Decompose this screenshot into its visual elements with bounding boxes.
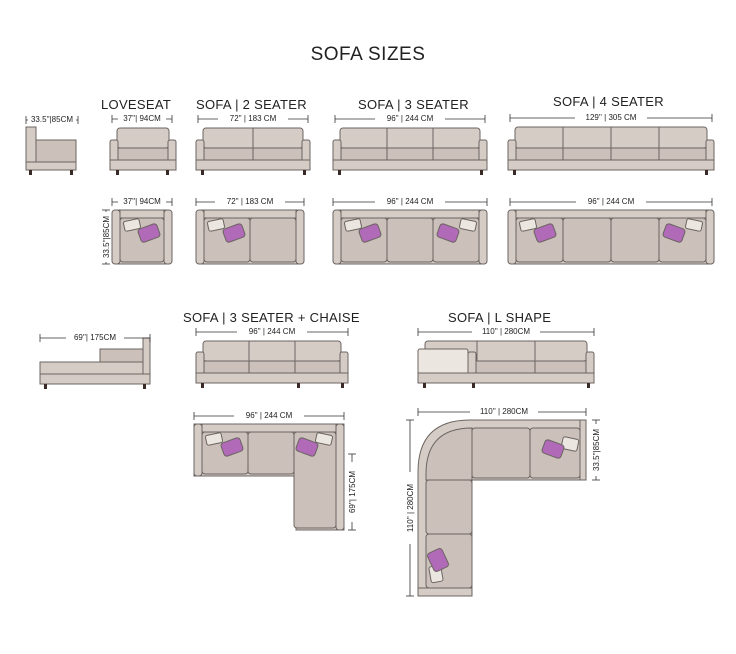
dim-four-seater-top: 96'' | 244 CM xyxy=(509,196,713,206)
dim-chaise-side: 69''| 175CM xyxy=(39,332,151,342)
dim-text-four-seater-top: 96'' | 244 CM xyxy=(588,197,635,206)
l-shape-front-view xyxy=(417,340,595,388)
dim-loveseat-depth: 33.5''|85CM xyxy=(100,209,111,265)
dim-text-chaise-front: 96'' | 244 CM xyxy=(249,327,296,336)
dim-text-chaise-side: 69''| 175CM xyxy=(74,333,116,342)
dim-depth-side: 33.5''|85CM xyxy=(25,114,79,124)
dim-chaise-front: 96'' | 244 CM xyxy=(195,326,349,336)
dim-text-l-right-depth: 33.5''|85CM xyxy=(592,429,601,471)
dim-three-seater-front: 96'' | 244 CM xyxy=(334,113,486,123)
four-seater-top-view xyxy=(507,209,715,265)
dim-text-loveseat-depth: 33.5''|85CM xyxy=(102,216,111,258)
dim-two-seater-top: 72'' | 183 CM xyxy=(195,196,305,206)
three-seater-front-view xyxy=(332,127,488,175)
chaise-top-view xyxy=(193,423,345,531)
two-seater-top-view xyxy=(195,209,305,265)
dim-loveseat-width: 37''| 94CM xyxy=(111,113,173,123)
dim-text-four-seater-front: 129'' | 305 CM xyxy=(586,113,637,122)
chaise-side-view xyxy=(39,337,151,389)
heading-chaise: SOFA | 3 SEATER + CHAISE xyxy=(183,310,360,325)
l-shape-top-view xyxy=(417,419,587,597)
dim-l-right-depth: 33.5''|85CM xyxy=(591,419,602,481)
page-title: SOFA SIZES xyxy=(310,44,426,65)
dim-text-l-top: 110'' | 280CM xyxy=(480,407,528,416)
dim-text-loveseat-top: 37''| 94CM xyxy=(123,197,161,206)
dim-four-seater-front: 129'' | 305 CM xyxy=(509,112,713,122)
two-seater-front-view xyxy=(195,127,311,175)
loveseat-top-view xyxy=(111,209,173,265)
dim-chaise-depth: 69''| 175CM xyxy=(347,453,358,531)
four-seater-front-view xyxy=(507,126,715,175)
side-view-sofa xyxy=(25,126,77,175)
dim-text-three-seater-front: 96'' | 244 CM xyxy=(387,114,434,123)
dim-text-two-seater-front: 72'' | 183 CM xyxy=(230,114,277,123)
dim-text-two-seater-top: 72'' | 183 CM xyxy=(227,197,274,206)
dim-text-chaise-top: 96'' | 244 CM xyxy=(246,411,293,420)
dim-loveseat-top: 37''| 94CM xyxy=(111,196,173,206)
dim-text-chaise-depth: 69''| 175CM xyxy=(348,471,357,513)
dim-two-seater-front: 72'' | 183 CM xyxy=(197,113,309,123)
heading-loveseat: LOVESEAT xyxy=(101,97,172,112)
dim-l-top: 110'' | 280CM xyxy=(417,406,587,416)
heading-four-seater: SOFA | 4 SEATER xyxy=(553,94,664,109)
dim-chaise-top: 96'' | 244 CM xyxy=(193,410,345,420)
dim-text-three-seater-top: 96'' | 244 CM xyxy=(387,197,434,206)
three-seater-top-view xyxy=(332,209,488,265)
dim-text-depth-side: 33.5''|85CM xyxy=(31,115,73,124)
dim-text-l-left-depth: 110'' | 280CM xyxy=(406,484,415,532)
dim-l-front: 110'' | 280CM xyxy=(417,326,595,336)
dim-text-l-front: 110'' | 280CM xyxy=(482,327,530,336)
heading-two-seater: SOFA | 2 SEATER xyxy=(196,97,307,112)
dim-text-loveseat-width: 37''| 94CM xyxy=(123,114,161,123)
loveseat-front-view xyxy=(109,127,177,175)
heading-l-shape: SOFA | L SHAPE xyxy=(448,310,552,325)
dim-l-left-depth: 110'' | 280CM xyxy=(405,419,416,597)
dim-three-seater-top: 96'' | 244 CM xyxy=(332,196,488,206)
heading-three-seater: SOFA | 3 SEATER xyxy=(358,97,469,112)
chaise-front-view xyxy=(195,340,349,388)
